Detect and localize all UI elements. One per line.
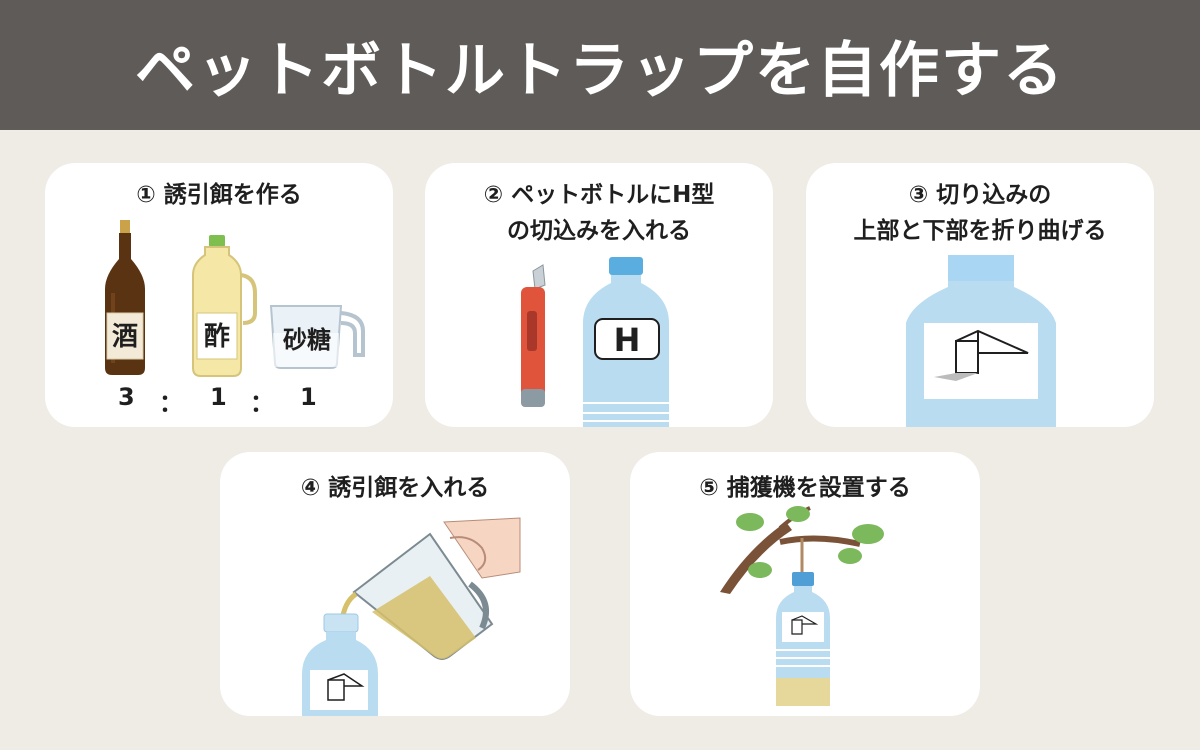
tree-branch-icon [720, 506, 884, 594]
step-card-4: ④ 誘引餌を入れる [220, 452, 570, 716]
ratio-separator: ： [159, 389, 183, 417]
step-2-title-line-1: ② ペットボトルにH型 [483, 182, 715, 208]
cutter-knife-icon [521, 264, 546, 407]
vinegar-label: 酢 [204, 322, 230, 352]
bottle-closeup-icon [906, 255, 1056, 427]
step-1-title: ① 誘引餌を作る [136, 182, 302, 208]
step-2-title-line-2: の切込みを入れる [507, 218, 691, 244]
ratio-value-sugar: 1 [300, 383, 317, 411]
page-title: ペットボトルトラップを自作する [135, 35, 1065, 106]
header-banner: ペットボトルトラップを自作する [0, 0, 1200, 130]
step-card-5: ⑤ 捕獲機を設置する [630, 452, 980, 716]
step-card-3: ③ 切り込みの 上部と下部を折り曲げる [806, 163, 1154, 427]
sake-label: 酒 [112, 322, 138, 352]
step-2-illustration: H [521, 257, 669, 427]
step-4-title: ④ 誘引餌を入れる [300, 475, 490, 501]
ratio-value-sake: 3 [118, 383, 135, 411]
hanging-trap-bottle-icon [776, 572, 830, 706]
bottle-letter-h: H [614, 321, 641, 359]
step-5-illustration [720, 506, 884, 706]
step-4-illustration [302, 517, 521, 716]
ratio-separator: ： [250, 389, 274, 417]
plastic-bottle-icon: H [583, 257, 669, 427]
sake-bottle-icon: 酒 [105, 220, 145, 375]
step-card-1: ① 誘引餌を作る 酒 酢 砂糖 3 ： 1 ： 1 [45, 163, 393, 427]
step-3-illustration [906, 255, 1056, 427]
step-3-title-line-1: ③ 切り込みの [908, 182, 1052, 208]
sugar-label: 砂糖 [283, 326, 331, 354]
step-1-illustration: 酒 酢 砂糖 [105, 220, 365, 377]
receiving-bottle-icon [302, 613, 378, 716]
step-card-2: ② ペットボトルにH型 の切込みを入れる H [425, 163, 773, 427]
vinegar-bottle-icon: 酢 [192, 235, 257, 377]
step-3-title-line-2: 上部と下部を折り曲げる [853, 218, 1107, 244]
step-5-title: ⑤ 捕獲機を設置する [699, 475, 911, 501]
sugar-jug-icon: 砂糖 [269, 305, 365, 369]
pouring-jug-icon [352, 517, 521, 660]
ratio-value-vinegar: 1 [210, 383, 227, 411]
